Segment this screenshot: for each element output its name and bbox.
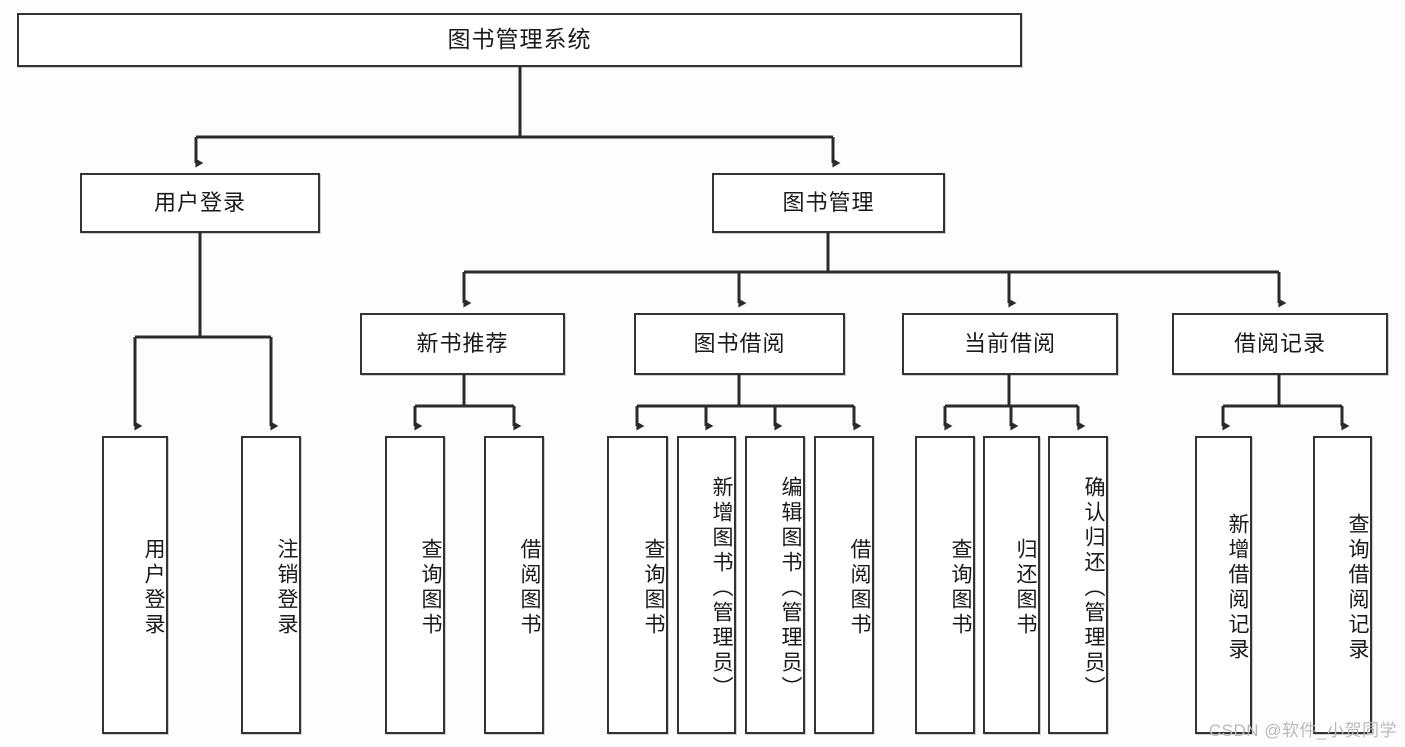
node-book-management[interactable]: 图书管理	[712, 173, 945, 233]
node-label: 用户登录	[142, 538, 165, 638]
node-label: 借阅图书	[848, 538, 871, 638]
node-current-borrow[interactable]: 当前借阅	[902, 313, 1118, 375]
node-label: 图书管理	[782, 189, 875, 215]
node-label: 新书推荐	[416, 330, 509, 356]
node-label: 编辑图书（管理员）	[779, 475, 802, 701]
leaf-current-borrow-query-book[interactable]: 查询图书	[915, 436, 975, 734]
leaf-book-borrow-edit-book-admin[interactable]: 编辑图书（管理员）	[745, 436, 805, 734]
leaf-user-login-signin[interactable]: 用户登录	[102, 436, 168, 734]
node-label: 用户登录	[153, 189, 246, 215]
node-label: 查询图书	[949, 538, 972, 638]
node-label: 归还图书	[1014, 538, 1037, 638]
leaf-book-borrow-borrow-book[interactable]: 借阅图书	[814, 436, 874, 734]
leaf-borrow-record-query-record[interactable]: 查询借阅记录	[1313, 436, 1372, 734]
node-new-book-recommend[interactable]: 新书推荐	[360, 313, 565, 375]
node-label: 新增借阅记录	[1226, 513, 1249, 663]
node-label: 确认归还（管理员）	[1082, 475, 1105, 701]
node-user-login[interactable]: 用户登录	[80, 173, 320, 233]
leaf-new-book-borrow-book[interactable]: 借阅图书	[484, 436, 544, 734]
node-label: 借阅图书	[518, 538, 541, 638]
leaf-user-login-signout[interactable]: 注销登录	[241, 436, 301, 734]
node-label: 查询借阅记录	[1346, 513, 1369, 663]
node-book-borrow[interactable]: 图书借阅	[634, 313, 845, 375]
node-borrow-record[interactable]: 借阅记录	[1172, 313, 1388, 375]
node-label: 图书管理系统	[447, 26, 592, 53]
node-label: 当前借阅	[963, 330, 1056, 356]
leaf-current-borrow-return-book[interactable]: 归还图书	[983, 436, 1040, 734]
leaf-book-borrow-add-book-admin[interactable]: 新增图书（管理员）	[677, 436, 736, 734]
leaf-current-borrow-confirm-return-admin[interactable]: 确认归还（管理员）	[1048, 436, 1108, 734]
node-label: 借阅记录	[1233, 330, 1326, 356]
node-label: 新增图书（管理员）	[710, 475, 733, 701]
node-label: 查询图书	[642, 538, 665, 638]
node-label: 注销登录	[275, 538, 298, 638]
node-label: 图书借阅	[693, 330, 786, 356]
node-root-book-management-system[interactable]: 图书管理系统	[17, 13, 1022, 67]
leaf-borrow-record-add-record[interactable]: 新增借阅记录	[1195, 436, 1252, 734]
watermark-text: CSDN @软件_小贺同学	[1208, 721, 1397, 740]
node-label: 查询图书	[419, 538, 442, 638]
leaf-new-book-query-book[interactable]: 查询图书	[385, 436, 445, 734]
leaf-book-borrow-query-book[interactable]: 查询图书	[607, 436, 668, 734]
